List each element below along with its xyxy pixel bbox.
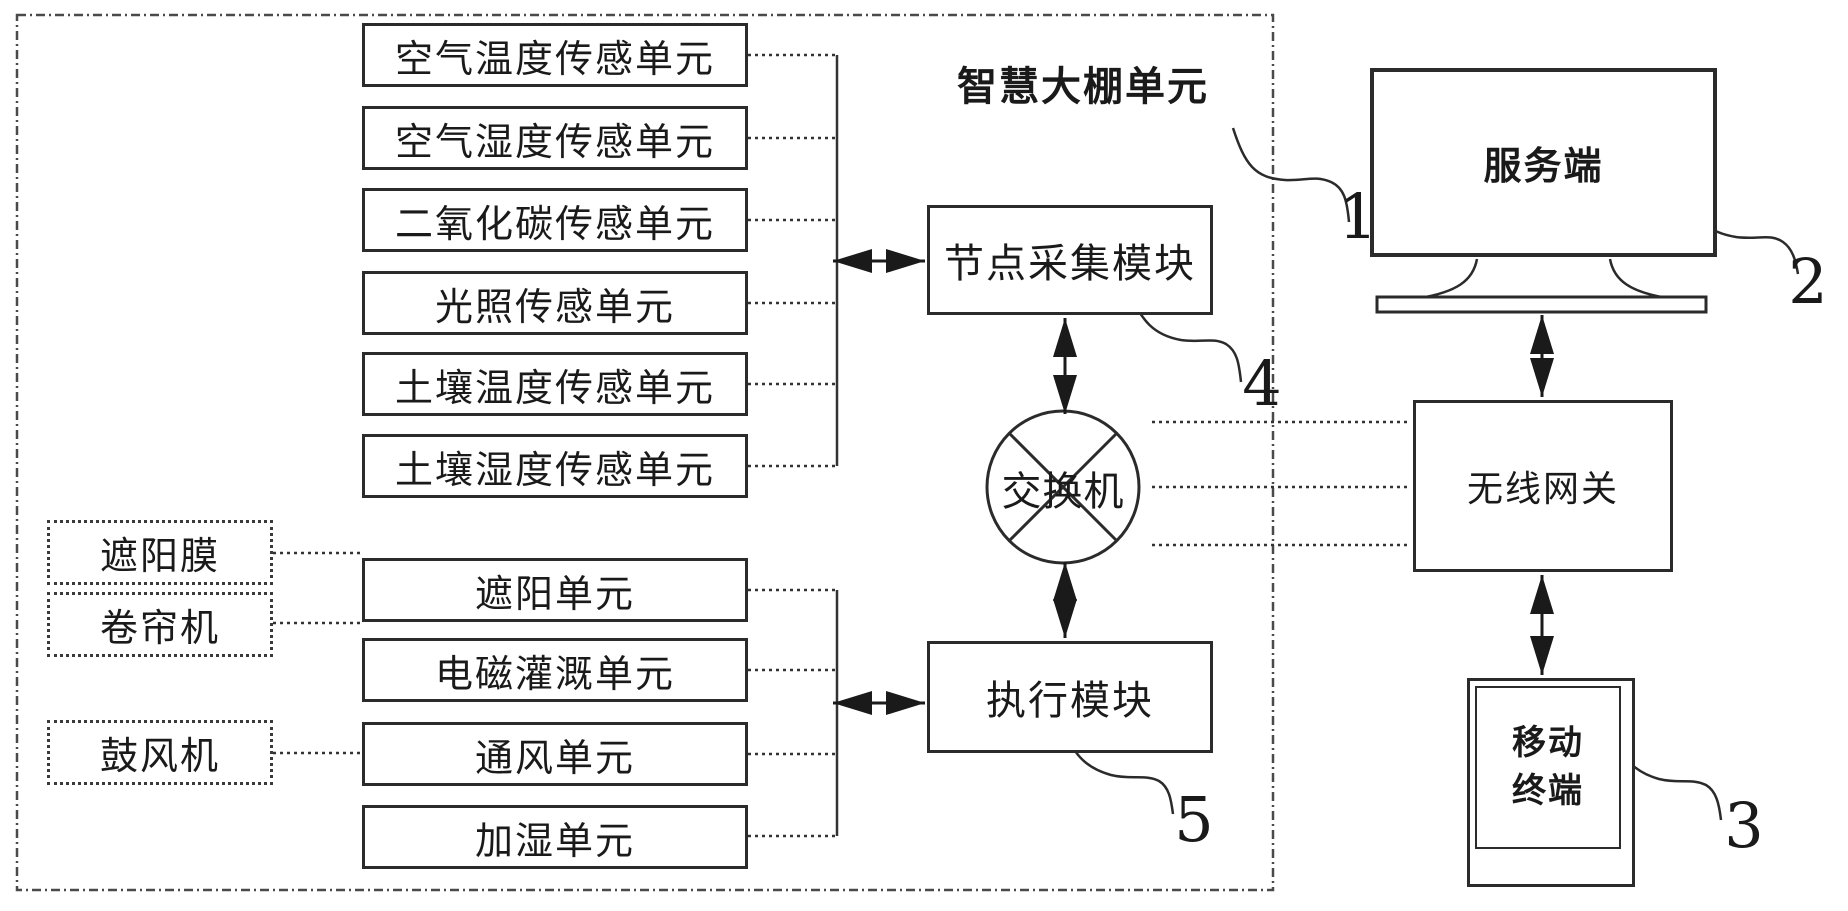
executor-module-box: 执行模块 (927, 641, 1213, 753)
ref-number-executor: 5 (1174, 782, 1214, 856)
ref-number-greenhouse-unit: 1 (1338, 179, 1378, 253)
sensor-unit-box-air-temp: 空气温度传感单元 (362, 23, 748, 87)
mobile-terminal-label-line2: 终端 (1512, 772, 1584, 810)
ref-number-node-collector: 4 (1242, 346, 1282, 420)
sensor-unit-box-light: 光照传感单元 (362, 271, 748, 335)
mobile-terminal-label: 移动 终端 (1475, 686, 1621, 849)
wireless-gateway-box: 无线网关 (1413, 400, 1673, 572)
node-collector-module-box: 节点采集模块 (927, 205, 1213, 315)
actuator-unit-box-irrigation: 电磁灌溉单元 (362, 638, 748, 702)
actuator-bus-lines (748, 588, 839, 838)
actuator-unit-box-humidify: 加湿单元 (362, 805, 748, 869)
device-connector-lines (273, 551, 362, 755)
sensor-bus-lines (748, 53, 839, 468)
mobile-terminal-label-line1: 移动 (1512, 724, 1584, 762)
sensor-unit-box-co2: 二氧化碳传感单元 (362, 188, 748, 252)
greenhouse-unit-title: 智慧大棚单元 (957, 64, 1209, 109)
actuator-unit-box-ventilation: 通风单元 (362, 722, 748, 786)
actuator-unit-box-shading: 遮阳单元 (362, 558, 748, 622)
switch-gateway-links (1152, 420, 1411, 547)
monitor-stand (1375, 258, 1708, 314)
mobile-terminal-screen (1475, 686, 1621, 849)
server-monitor-box: 服务端 (1370, 68, 1717, 257)
device-box-shade-film: 遮阳膜 (47, 520, 273, 585)
sensor-unit-box-soil-temp: 土壤温度传感单元 (362, 352, 748, 416)
device-box-roller-curtain: 卷帘机 (47, 592, 273, 657)
switch-label: 交换机 (1001, 469, 1125, 514)
sensor-unit-box-soil-humidity: 土壤湿度传感单元 (362, 434, 748, 498)
switch-symbol (985, 409, 1141, 565)
sensor-unit-box-air-humidity: 空气湿度传感单元 (362, 106, 748, 170)
device-box-blower: 鼓风机 (47, 720, 273, 785)
greenhouse-boundary-box (15, 13, 1275, 892)
ref-number-mobile-terminal: 3 (1724, 788, 1764, 862)
ref-number-server: 2 (1788, 244, 1828, 318)
data-flow-arrows (833, 249, 1554, 715)
